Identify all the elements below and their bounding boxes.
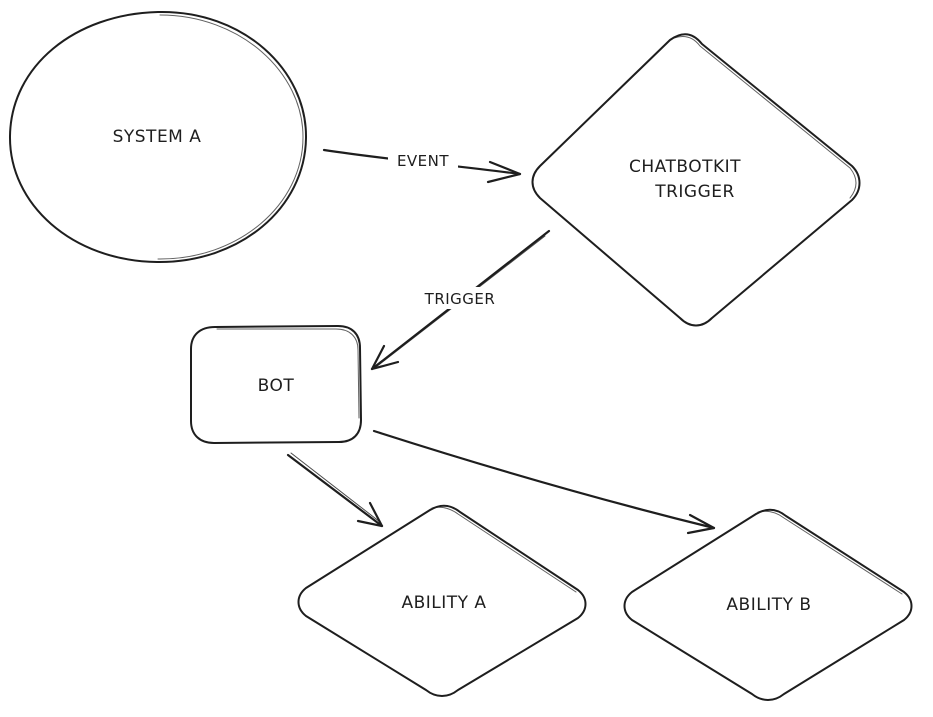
ability-b-label: ABILITY B <box>726 595 811 615</box>
chatbotkit-trigger-diamond-sketch <box>673 35 857 199</box>
edge-trigger-label: TRIGGER <box>424 290 496 308</box>
chatbotkit-trigger-label-line1: CHATBOTKIT <box>629 157 741 177</box>
chatbotkit-trigger-label-line2: TRIGGER <box>654 182 735 202</box>
edge-bot-to-ability-b-line <box>372 429 716 530</box>
node-ability-b[interactable]: ABILITY B <box>623 508 913 701</box>
edge-bot-to-ability-a-line-sketch <box>290 452 381 523</box>
edge-event-arrowhead <box>486 160 522 184</box>
edge-trigger[interactable]: TRIGGER <box>370 229 551 371</box>
chatbotkit-trigger-diamond <box>531 33 861 327</box>
edge-bot-to-ability-a-line <box>286 453 384 528</box>
edge-bot-to-ability-b-arrowhead <box>686 513 716 535</box>
edge-trigger-arrowhead <box>370 344 400 371</box>
ability-a-diamond <box>297 504 587 697</box>
edge-bot-to-ability-a-arrowhead <box>356 501 384 528</box>
bot-box <box>190 325 362 444</box>
ability-b-diamond-sketch <box>757 510 903 595</box>
ability-a-label: ABILITY A <box>401 593 486 613</box>
ability-b-diamond <box>623 508 913 701</box>
edge-trigger-label-bg <box>409 287 511 309</box>
bot-label: BOT <box>258 376 295 396</box>
ability-a-diamond-sketch <box>431 506 577 593</box>
bot-box-sketch <box>216 328 360 419</box>
node-bot[interactable]: BOT <box>190 325 362 444</box>
node-system-a[interactable]: SYSTEM A <box>8 10 308 264</box>
edge-bot-to-ability-a[interactable] <box>286 452 384 528</box>
edge-bot-to-ability-b[interactable] <box>372 429 716 535</box>
system-a-label: SYSTEM A <box>113 127 202 147</box>
edge-event-label-bg <box>388 150 458 170</box>
node-chatbotkit-trigger[interactable]: CHATBOTKIT TRIGGER <box>531 33 861 327</box>
node-ability-a[interactable]: ABILITY A <box>297 504 587 697</box>
edge-event[interactable]: EVENT <box>322 148 522 184</box>
edge-event-label: EVENT <box>397 152 449 170</box>
system-a-ellipse <box>8 10 308 264</box>
system-a-ellipse-sketch <box>157 14 304 260</box>
